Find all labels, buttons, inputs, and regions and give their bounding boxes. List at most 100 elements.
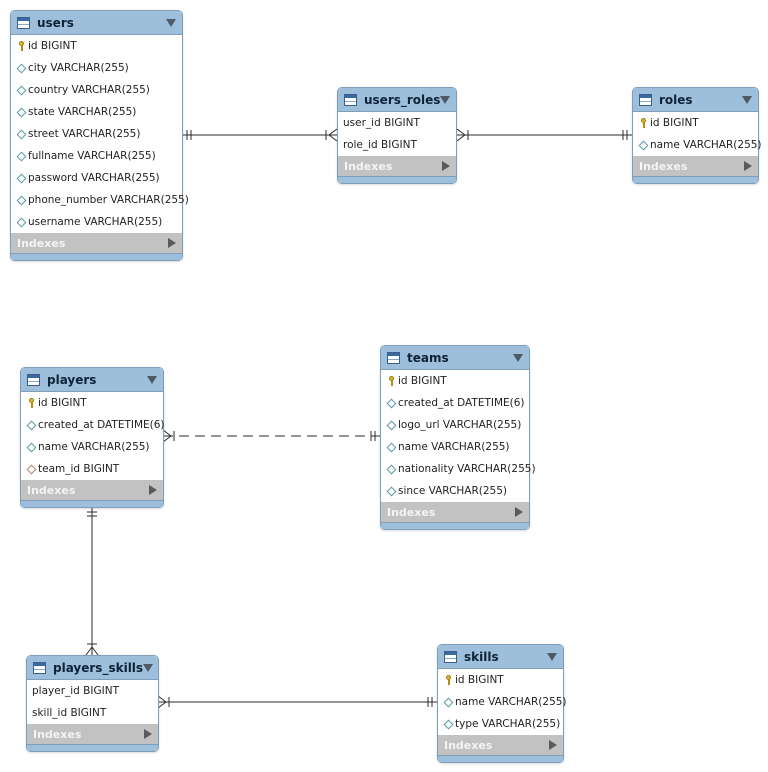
collapse-arrow-icon[interactable] [547,652,557,661]
column-row[interactable]: city VARCHAR(255) [11,57,182,79]
column-row[interactable]: street VARCHAR(255) [11,123,182,145]
entity-header[interactable]: teams [381,346,529,370]
column-label: created_at DATETIME(6) [38,419,165,431]
entity-title: teams [407,350,449,365]
collapse-arrow-icon[interactable] [742,95,752,104]
column-row[interactable]: id BIGINT [633,112,758,134]
indexes-section[interactable]: Indexes [11,233,182,253]
indexes-label: Indexes [387,505,436,519]
relationship-users-users-roles[interactable] [182,128,338,142]
column-diamond-icon [16,173,27,183]
entity-bottom-bar [21,500,163,507]
column-row[interactable]: created_at DATETIME(6) [21,414,165,436]
relationship-players-skills-skills[interactable] [157,695,437,709]
column-diamond-icon [16,151,27,161]
column-row[interactable]: name VARCHAR(255) [633,134,762,156]
relationship-players-teams[interactable] [162,429,380,443]
column-label: player_id BIGINT [32,685,119,697]
expand-arrow-icon[interactable] [442,161,450,171]
column-label: since VARCHAR(255) [398,485,508,497]
indexes-label: Indexes [33,727,82,741]
column-row[interactable]: team_id BIGINT [21,458,163,480]
column-row[interactable]: country VARCHAR(255) [11,79,182,101]
primary-key-icon [26,398,37,408]
entity-bottom-bar [633,176,758,183]
column-list: id BIGINT name VARCHAR(255)type VARCHAR(2… [438,669,567,735]
entity-bottom-bar [27,744,158,751]
entity-header[interactable]: users [11,11,182,35]
column-row[interactable]: id BIGINT [438,669,563,691]
collapse-arrow-icon[interactable] [440,95,451,104]
column-row[interactable]: type VARCHAR(255) [438,713,563,735]
column-label: street VARCHAR(255) [28,128,141,140]
expand-arrow-icon[interactable] [549,740,557,750]
expand-arrow-icon[interactable] [149,485,157,495]
relationship-players-players-skills[interactable] [85,507,99,656]
collapse-arrow-icon[interactable] [513,353,523,362]
entity-skills[interactable]: skills id BIGINT name VARCHAR(255)type VA… [437,644,567,763]
indexes-section[interactable]: Indexes [27,724,158,744]
entity-title: users_roles [364,92,441,107]
column-row[interactable]: fullname VARCHAR(255) [11,145,182,167]
expand-arrow-icon[interactable] [515,507,523,517]
column-row[interactable]: username VARCHAR(255) [11,211,182,233]
primary-key-icon [386,376,397,386]
column-row[interactable]: created_at DATETIME(6) [381,392,529,414]
collapse-arrow-icon[interactable] [166,18,176,27]
column-row[interactable]: skill_id BIGINT [27,702,158,724]
column-row[interactable]: id BIGINT [11,35,182,57]
indexes-section[interactable]: Indexes [381,502,529,522]
entity-teams[interactable]: teams id BIGINT created_at DATETIME(6) log… [380,345,536,530]
column-diamond-icon [386,398,397,408]
expand-arrow-icon[interactable] [744,161,752,171]
column-label: team_id BIGINT [38,463,120,475]
indexes-section[interactable]: Indexes [438,735,563,755]
column-row[interactable]: name VARCHAR(255) [381,436,529,458]
collapse-arrow-icon[interactable] [143,663,154,672]
column-row[interactable]: phone_number VARCHAR(255) [11,189,189,211]
entity-header[interactable]: players [21,368,163,392]
column-row[interactable]: nationality VARCHAR(255) [381,458,536,480]
indexes-label: Indexes [444,738,493,752]
entity-players[interactable]: players id BIGINT created_at DATETIME(6) n… [20,367,165,508]
column-row[interactable]: name VARCHAR(255) [21,436,163,458]
entity-header[interactable]: users_roles [338,88,456,112]
table-icon [444,650,457,663]
entity-header[interactable]: roles [633,88,758,112]
column-row[interactable]: player_id BIGINT [27,680,158,702]
column-diamond-icon [386,420,397,430]
entity-players-skills[interactable]: players_skills player_id BIGINT skill_id … [26,655,159,752]
entity-title: users [37,15,74,30]
column-row[interactable]: id BIGINT [21,392,163,414]
indexes-section[interactable]: Indexes [338,156,456,176]
collapse-arrow-icon[interactable] [147,375,157,384]
indexes-label: Indexes [17,236,66,250]
column-label: id BIGINT [455,674,504,686]
column-row[interactable]: since VARCHAR(255) [381,480,529,502]
column-label: phone_number VARCHAR(255) [28,194,189,206]
expand-arrow-icon[interactable] [168,238,176,248]
column-label: country VARCHAR(255) [28,84,150,96]
entity-header[interactable]: players_skills [27,656,158,680]
column-row[interactable]: name VARCHAR(255) [438,691,567,713]
column-label: created_at DATETIME(6) [398,397,525,409]
relationship-users-roles-roles[interactable] [456,128,632,142]
column-label: id BIGINT [38,397,87,409]
column-row[interactable]: id BIGINT [381,370,529,392]
column-row[interactable]: state VARCHAR(255) [11,101,182,123]
indexes-section[interactable]: Indexes [633,156,758,176]
expand-arrow-icon[interactable] [144,729,152,739]
column-row[interactable]: user_id BIGINT [338,112,456,134]
indexes-section[interactable]: Indexes [21,480,163,500]
column-label: password VARCHAR(255) [28,172,160,184]
entity-header[interactable]: skills [438,645,563,669]
column-row[interactable]: password VARCHAR(255) [11,167,182,189]
column-label: logo_url VARCHAR(255) [398,419,522,431]
column-row[interactable]: role_id BIGINT [338,134,456,156]
column-row[interactable]: logo_url VARCHAR(255) [381,414,529,436]
column-diamond-icon [16,129,27,139]
column-label: name VARCHAR(255) [398,441,510,453]
